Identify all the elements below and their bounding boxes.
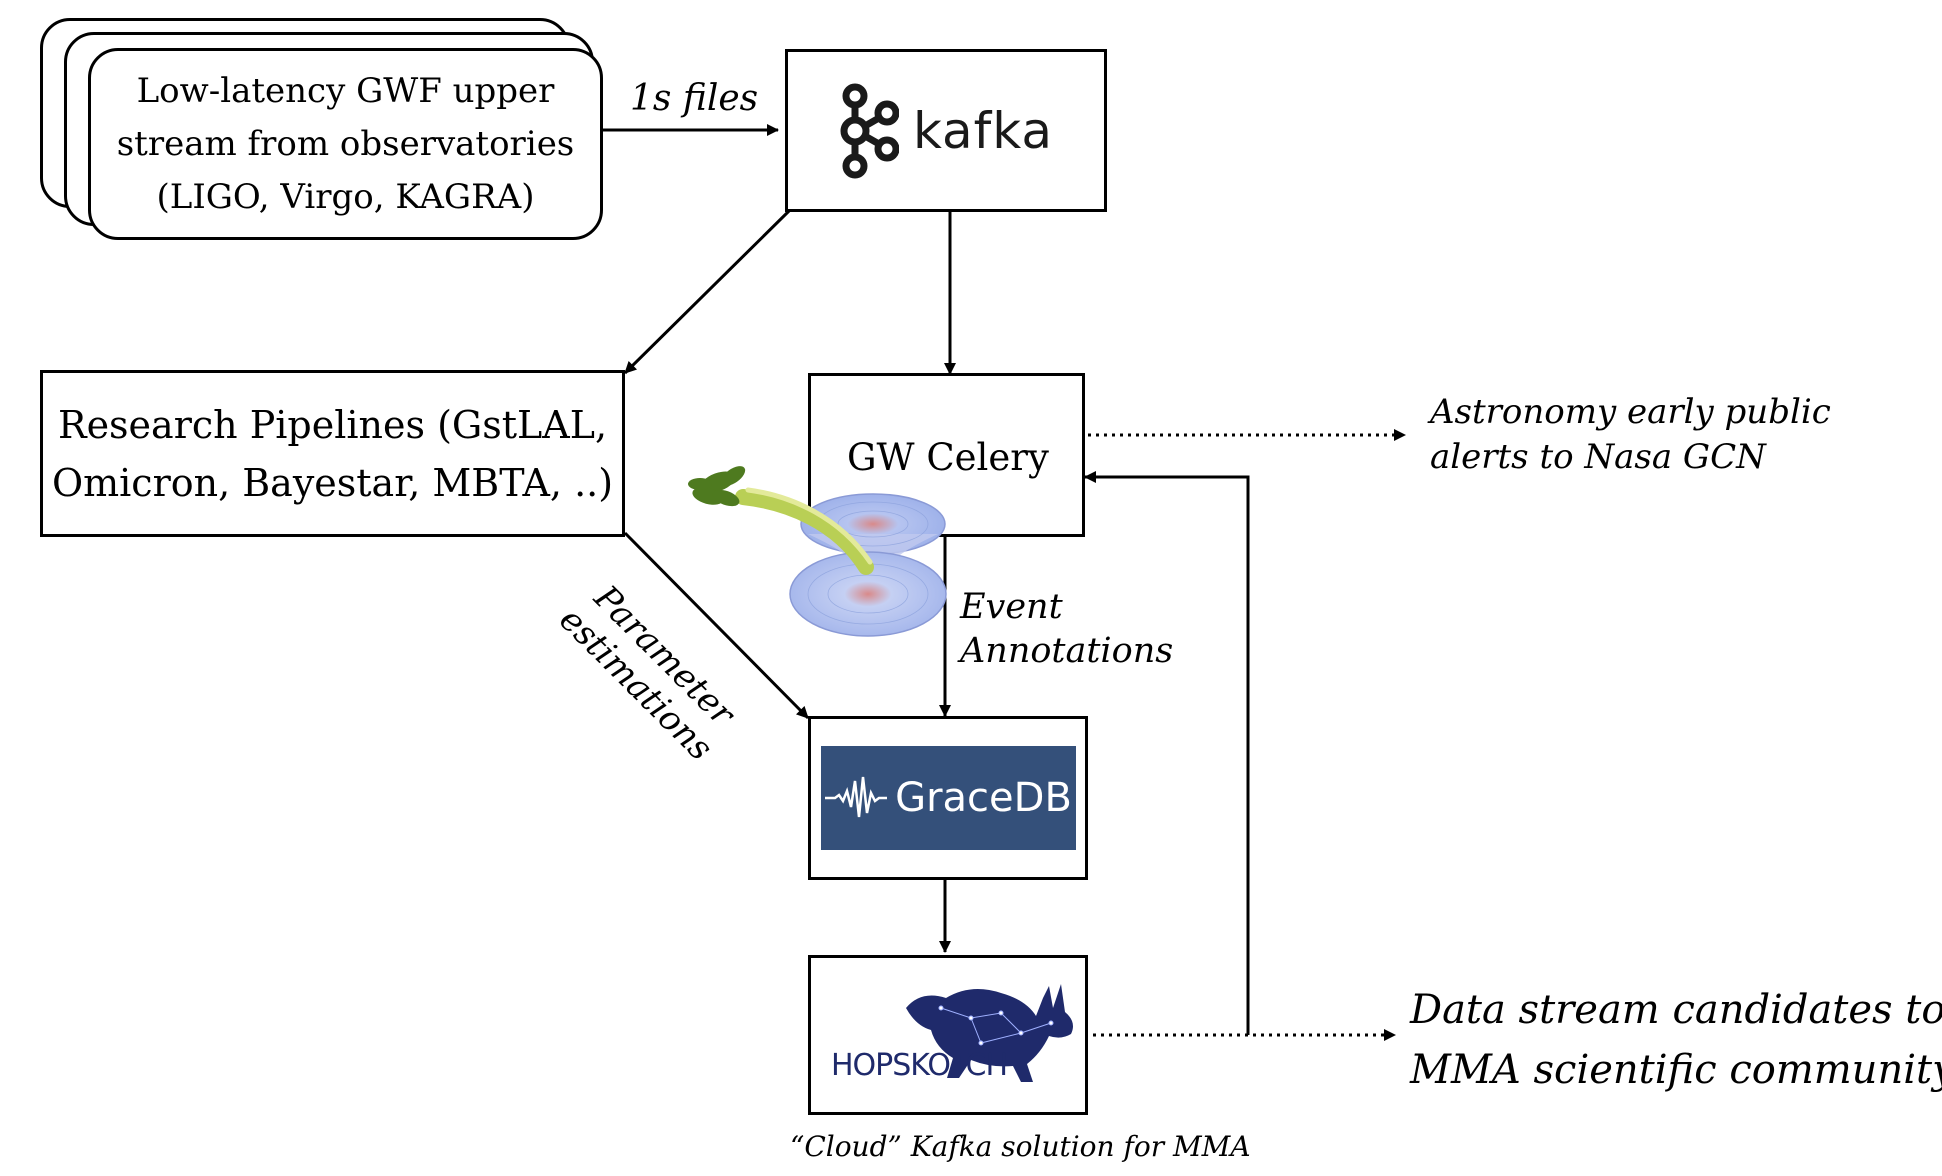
arrow-pipelines-to-gracedb [623, 531, 810, 720]
label-mma-stream: Data stream candidates to MMA scientific… [1410, 980, 1942, 1100]
celery-wormhole-icon [688, 466, 947, 637]
celery-label: GW Celery [847, 436, 1049, 479]
kafka-logo-text: kafka [912, 101, 1054, 160]
rabbit-constellation-icon [906, 984, 1073, 1082]
gracedb-box: GraceDB [808, 716, 1088, 880]
source-box: Low-latency GWF upper stream from observ… [88, 48, 603, 240]
pipelines-box: Research Pipelines (GstLAL, Omicron, Bay… [40, 370, 625, 537]
gracedb-logo: GraceDB [821, 746, 1076, 850]
source-line-1: Low-latency GWF upper [136, 70, 555, 111]
label-1s-files: 1s files [630, 78, 759, 119]
gcn-line-2: alerts to Nasa GCN [1430, 437, 1766, 477]
source-line-3: (LIGO, Virgo, KAGRA) [156, 176, 535, 217]
mma-line-2: MMA scientific community [1410, 1047, 1942, 1093]
source-line-2: stream from observatories [116, 123, 575, 164]
event-line-2: Annotations [960, 631, 1174, 671]
kafka-box: kafka [785, 49, 1107, 212]
waveform-icon [825, 776, 888, 818]
arrow-feedback-to-celery [1084, 471, 1250, 1035]
hopskotch-logo-text: HOPSKOTCH [831, 1048, 1008, 1083]
hopskotch-box: HOPSKOTCH [808, 955, 1088, 1115]
label-event-annotations: Event Annotations [960, 585, 1173, 673]
mma-line-1: Data stream candidates to [1410, 987, 1942, 1033]
kafka-logo-icon [839, 83, 900, 179]
hopskotch-caption: “Cloud” Kafka solution for MMA [790, 1130, 1251, 1163]
pipelines-line-2: Omicron, Bayestar, MBTA, ..) [51, 460, 614, 505]
label-alerts-gcn: Astronomy early public alerts to Nasa GC… [1430, 390, 1831, 480]
pipelines-line-1: Research Pipelines (GstLAL, [57, 402, 608, 447]
arrow-kafka-to-pipelines [623, 208, 792, 375]
gcn-line-1: Astronomy early public [1430, 392, 1831, 432]
gracedb-logo-text: GraceDB [895, 775, 1072, 821]
event-line-1: Event [960, 587, 1063, 627]
